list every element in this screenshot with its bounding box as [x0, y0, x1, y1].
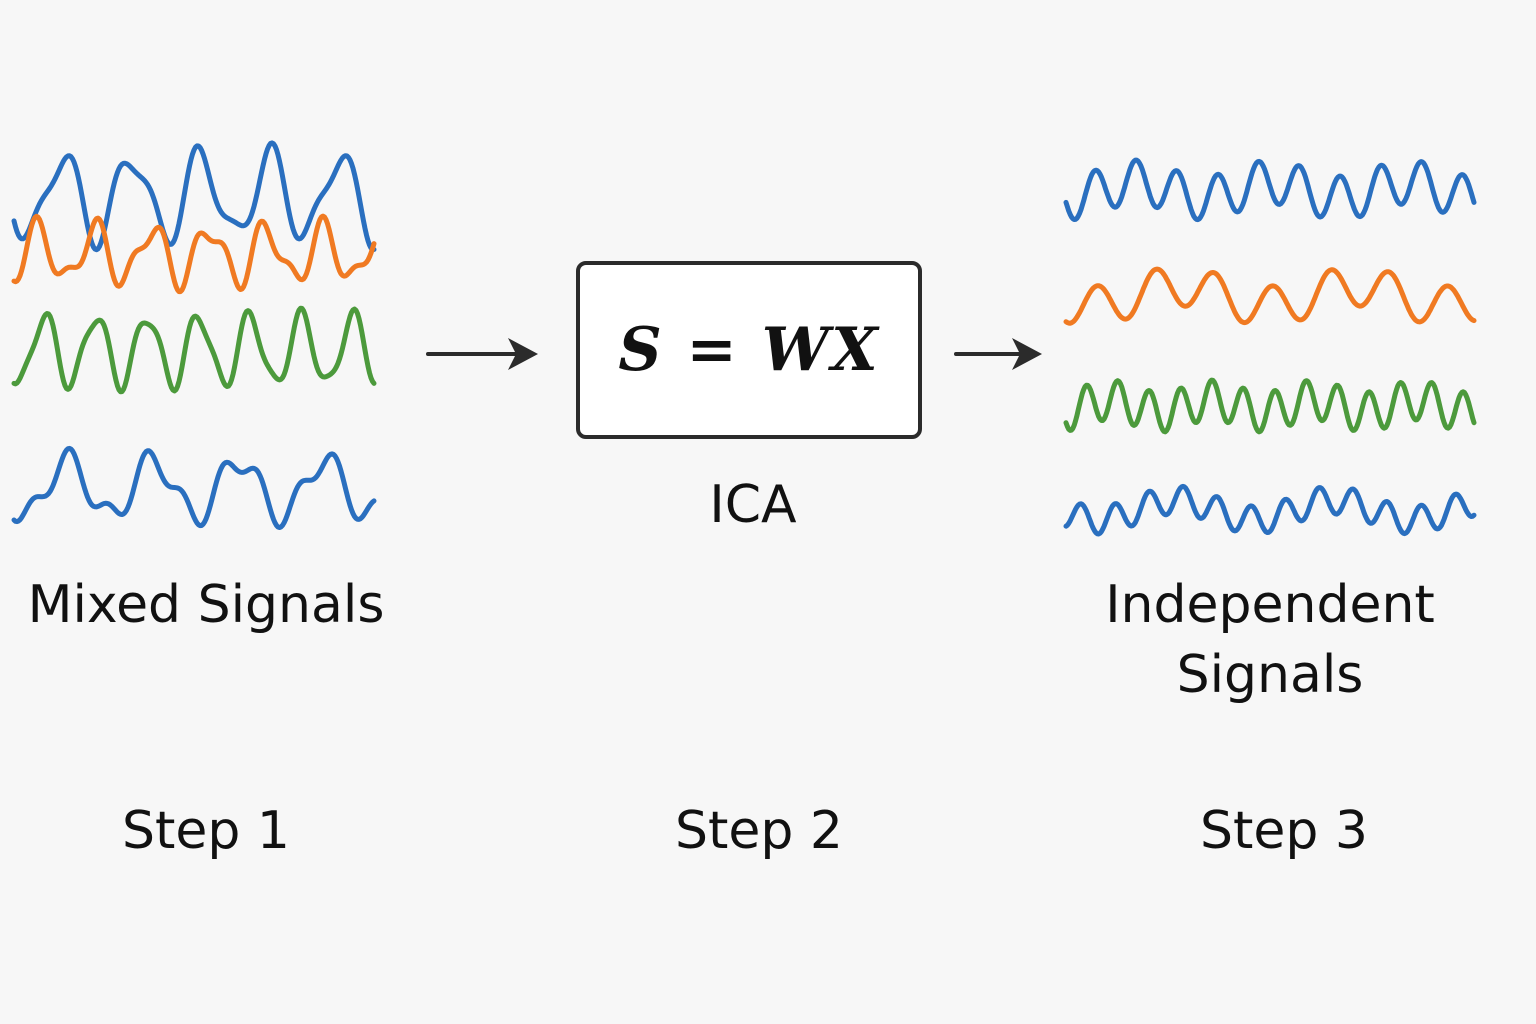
mixed-signal-1-blue: [11, 140, 377, 253]
independent-signals-label-line1: Independent: [1105, 575, 1435, 635]
independent-signal-3-green: [1063, 377, 1477, 435]
step-3-label: Step 3: [1199, 801, 1368, 861]
mixed-signal-2-orange: [11, 213, 377, 295]
independent-signal-4-blue: [1063, 483, 1477, 537]
right-arrow-icon: [426, 338, 538, 370]
ica-formula: S = WX: [618, 315, 880, 385]
independent-signals-label-line2: Signals: [1176, 645, 1364, 705]
independent-signals-waveforms: [1063, 157, 1477, 537]
step-1-label: Step 1: [121, 801, 290, 861]
ica-label: ICA: [709, 475, 797, 535]
ica-formula-box: S = WX: [576, 261, 922, 439]
mixed-signals-waveforms: [11, 140, 377, 530]
mixed-signal-4-blue: [11, 445, 377, 530]
independent-signal-2-orange: [1063, 266, 1477, 326]
right-arrow-icon: [954, 338, 1042, 370]
step-2-label: Step 2: [674, 801, 843, 861]
mixed-signal-3-green: [11, 305, 377, 395]
independent-signal-1-blue: [1063, 157, 1477, 223]
mixed-signals-label: Mixed Signals: [27, 575, 385, 635]
